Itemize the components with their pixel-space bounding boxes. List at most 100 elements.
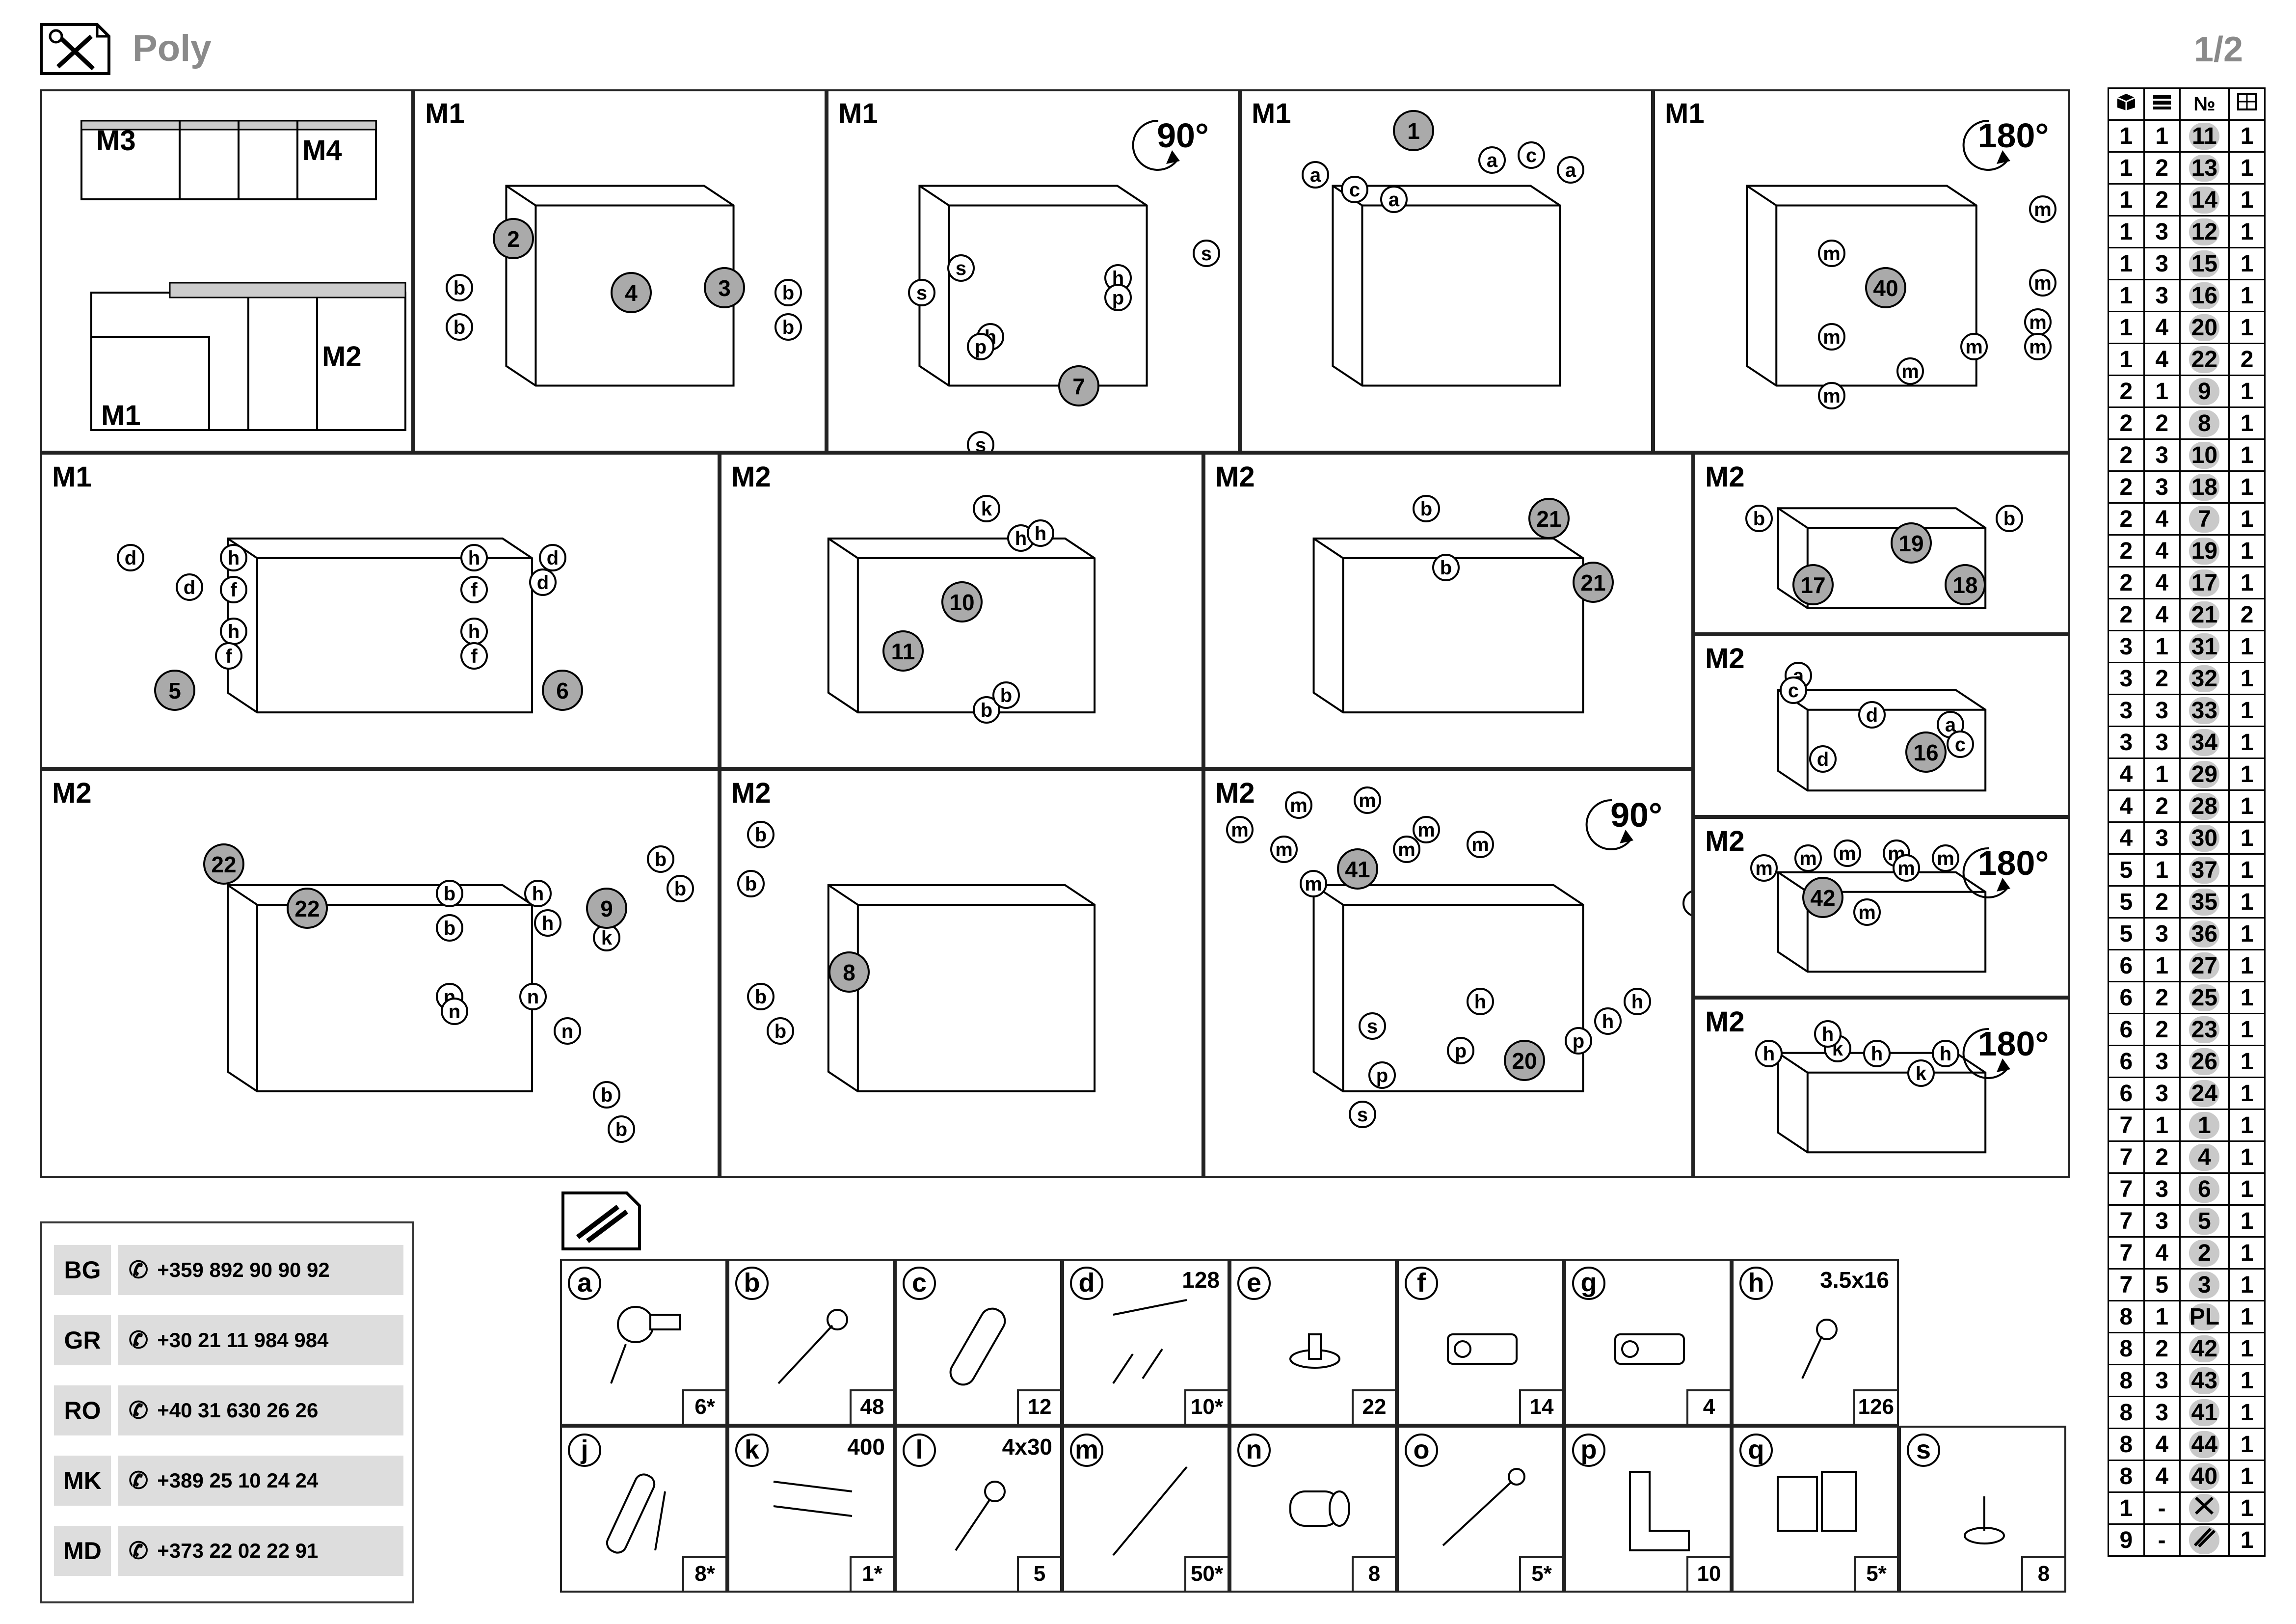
- hardware-qty: 8: [2021, 1556, 2064, 1591]
- box-cell: 6: [2108, 1013, 2145, 1046]
- hardware-callout-m: m: [2029, 195, 2056, 223]
- svg-text:c: c: [1955, 734, 1966, 756]
- qty-cell: 1: [2228, 694, 2266, 727]
- hardware-callout-b: b: [436, 914, 463, 942]
- part-number-cell: 26: [2179, 1045, 2230, 1078]
- box-cell: 7: [2108, 1204, 2145, 1238]
- hardware-e-drawing: [1289, 1333, 1340, 1369]
- hardware-callout-m: m: [2024, 308, 2052, 336]
- hardware-callout-d: d: [1809, 745, 1837, 773]
- box-cell: 5: [2108, 917, 2145, 950]
- hardware-callout-f: f: [220, 576, 247, 603]
- qty-cell: 1: [2228, 183, 2266, 217]
- hardware-callout-m: m: [1896, 357, 1924, 385]
- section-cell: 3: [2143, 917, 2181, 950]
- hardware-letter: m: [1070, 1434, 1103, 1467]
- svg-text:h: h: [1602, 1011, 1614, 1032]
- phone-number[interactable]: ✆+359 892 90 90 92: [118, 1245, 403, 1295]
- phone-number[interactable]: ✆+30 21 11 984 984: [118, 1315, 403, 1365]
- tools-icon: [38, 22, 112, 77]
- phone-number[interactable]: ✆+389 25 10 24 24: [118, 1456, 403, 1506]
- hardware-item-q: q 5*: [1732, 1426, 1899, 1593]
- part-number-cell: 21: [2179, 598, 2230, 631]
- part-callout: 2: [493, 218, 534, 259]
- section-cell: 2: [2143, 1332, 2181, 1365]
- svg-text:h: h: [1631, 991, 1643, 1013]
- phone-number[interactable]: ✆+40 31 630 26 26: [118, 1385, 403, 1435]
- part-number-cell: 41: [2179, 1396, 2230, 1429]
- hardware-letter: f: [1405, 1267, 1438, 1300]
- part-callout: 16: [1905, 731, 1947, 773]
- country-code: MD: [54, 1526, 111, 1576]
- assembly-drawing: [827, 884, 1096, 1092]
- svg-text:h: h: [228, 547, 240, 569]
- hardware-callout-a: a: [1557, 156, 1584, 184]
- qty-cell: 1: [2228, 1396, 2266, 1429]
- hardware-c-drawing: [949, 1307, 1006, 1386]
- box-cell: 6: [2108, 949, 2145, 982]
- svg-text:s: s: [956, 258, 966, 279]
- svg-text:h: h: [1474, 991, 1486, 1013]
- hardware-callout-b: b: [1413, 495, 1440, 522]
- svg-text:m: m: [2034, 272, 2052, 294]
- svg-text:h: h: [532, 883, 544, 905]
- svg-text:m: m: [1755, 858, 1773, 879]
- hardware-qty: 50*: [1184, 1556, 1228, 1591]
- part-callout: 10: [941, 581, 983, 623]
- hardware-callout-f: f: [460, 642, 488, 670]
- hardware-callout-s: s: [1359, 1012, 1386, 1040]
- qty-cell: 1: [2228, 1268, 2266, 1301]
- hardware-a-drawing: [610, 1306, 681, 1384]
- qty-cell: 1: [2228, 1491, 2266, 1525]
- section-cell: 3: [2143, 438, 2181, 472]
- hardware-callout-b: b: [1745, 505, 1773, 532]
- qty-cell: 1: [2228, 1300, 2266, 1333]
- assembly-drawing: [1746, 185, 1977, 387]
- section-cell: 4: [2143, 343, 2181, 376]
- hardware-callout-s: s: [947, 254, 975, 282]
- hardware-qty: 22: [1352, 1389, 1395, 1424]
- svg-text:m: m: [1965, 336, 1983, 358]
- hardware-callout-n: n: [519, 983, 547, 1010]
- hardware-callout-b: b: [593, 1081, 620, 1109]
- box-cell: 2: [2108, 406, 2145, 440]
- svg-text:p: p: [1112, 287, 1124, 309]
- svg-text:8: 8: [843, 960, 855, 985]
- part-number-cell: 8: [2179, 406, 2230, 440]
- hardware-callout-h: h: [1027, 519, 1054, 547]
- svg-text:n: n: [449, 1001, 460, 1023]
- hardware-callout-h: h: [220, 618, 247, 645]
- section-cell: 4: [2143, 502, 2181, 536]
- hardware-callout-b: b: [973, 696, 1000, 724]
- box-cell: 1: [2108, 151, 2145, 185]
- phone-number[interactable]: ✆+373 22 02 22 91: [118, 1526, 403, 1576]
- svg-text:h: h: [1940, 1043, 1951, 1065]
- section-cell: 4: [2143, 566, 2181, 599]
- qty-cell: 1: [2228, 1077, 2266, 1110]
- qty-cell: 1: [2228, 247, 2266, 280]
- svg-text:b: b: [1753, 508, 1765, 530]
- svg-text:d: d: [125, 547, 136, 569]
- grid-icon: [2228, 87, 2266, 121]
- part-number-cell: 32: [2179, 662, 2230, 695]
- part-number-cell: 9: [2179, 375, 2230, 408]
- part-number-cell: 34: [2179, 726, 2230, 759]
- hardware-n-drawing: [1289, 1490, 1350, 1527]
- box-cell: 1: [2108, 311, 2145, 344]
- svg-text:a: a: [1487, 150, 1498, 171]
- svg-text:b: b: [454, 317, 465, 338]
- phone-text: +359 892 90 90 92: [157, 1258, 330, 1281]
- panel-label: M2: [1705, 643, 1745, 675]
- hardware-callout-p: p: [1447, 1037, 1474, 1064]
- section-cell: 3: [2143, 1077, 2181, 1110]
- hardware-g-drawing: [1614, 1333, 1685, 1365]
- hardware-callout-c: c: [1947, 731, 1974, 758]
- section-cell: 2: [2143, 1140, 2181, 1174]
- part-callout: 1: [1393, 110, 1434, 151]
- part-callout: 6: [542, 670, 583, 711]
